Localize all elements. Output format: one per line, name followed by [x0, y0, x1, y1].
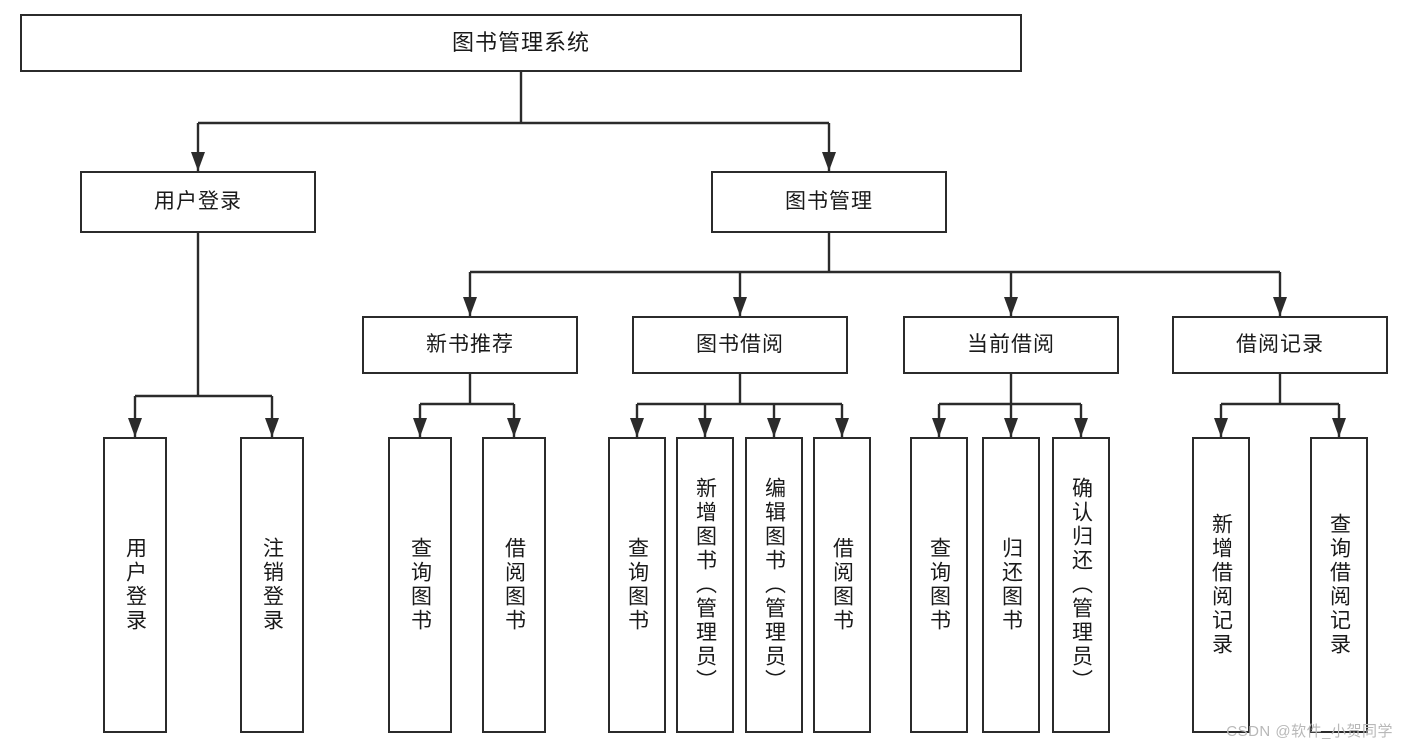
edge-arrow-leaf-cb-query — [932, 418, 946, 437]
edge-arrow-leaf-nbr-borrow — [507, 418, 521, 437]
node-leaf-bb-query[interactable]: 查询图书 — [608, 437, 666, 733]
node-leaf-cb-return[interactable]: 归还图书 — [982, 437, 1040, 733]
node-leaf-nbr-borrow[interactable]: 借阅图书 — [482, 437, 546, 733]
edge-arrow-leaf-user-login — [128, 418, 142, 437]
edge-arrow-leaf-bb-add — [698, 418, 712, 437]
node-leaf-bb-add[interactable]: 新增图书（管理员） — [676, 437, 734, 733]
node-label-borrow-record: 借阅记录 — [1236, 332, 1324, 356]
edge-arrow-book-manage — [822, 152, 836, 171]
node-label-leaf-cb-confirm: 确认归还（管理员） — [1069, 477, 1093, 693]
edge-arrow-leaf-cb-confirm — [1074, 418, 1088, 437]
node-book-manage[interactable]: 图书管理 — [711, 171, 947, 233]
node-label-book-manage: 图书管理 — [785, 189, 873, 213]
edge-arrow-current-borrow — [1004, 297, 1018, 316]
node-label-leaf-cb-query: 查询图书 — [927, 537, 951, 633]
node-label-leaf-bb-edit: 编辑图书（管理员） — [762, 477, 786, 693]
node-root[interactable]: 图书管理系统 — [20, 14, 1022, 72]
edge-arrow-borrow-record — [1273, 297, 1287, 316]
edge-arrow-leaf-bb-edit — [767, 418, 781, 437]
edge-arrow-leaf-bb-query — [630, 418, 644, 437]
edge-arrow-leaf-cb-return — [1004, 418, 1018, 437]
node-label-leaf-bb-borrow: 借阅图书 — [830, 537, 854, 633]
node-leaf-bb-borrow[interactable]: 借阅图书 — [813, 437, 871, 733]
node-label-book-borrow: 图书借阅 — [696, 332, 784, 356]
node-label-leaf-br-query: 查询借阅记录 — [1327, 513, 1351, 657]
node-leaf-user-login[interactable]: 用户登录 — [103, 437, 167, 733]
node-label-root: 图书管理系统 — [451, 30, 590, 56]
edge-arrow-book-borrow — [733, 297, 747, 316]
node-label-leaf-bb-add: 新增图书（管理员） — [693, 477, 717, 693]
node-label-leaf-bb-query: 查询图书 — [625, 537, 649, 633]
node-label-leaf-user-login: 用户登录 — [123, 537, 147, 633]
node-leaf-br-add[interactable]: 新增借阅记录 — [1192, 437, 1250, 733]
node-leaf-bb-edit[interactable]: 编辑图书（管理员） — [745, 437, 803, 733]
node-new-book-recommend[interactable]: 新书推荐 — [362, 316, 578, 374]
node-label-leaf-br-add: 新增借阅记录 — [1209, 513, 1233, 657]
node-leaf-cb-query[interactable]: 查询图书 — [910, 437, 968, 733]
node-label-user-login: 用户登录 — [154, 189, 242, 213]
edge-arrow-user-login — [191, 152, 205, 171]
node-current-borrow[interactable]: 当前借阅 — [903, 316, 1119, 374]
edge-arrow-leaf-user-logout — [265, 418, 279, 437]
edge-arrow-leaf-bb-borrow — [835, 418, 849, 437]
node-label-leaf-user-logout: 注销登录 — [260, 537, 284, 633]
node-book-borrow[interactable]: 图书借阅 — [632, 316, 848, 374]
edge-arrow-leaf-br-add — [1214, 418, 1228, 437]
node-label-leaf-cb-return: 归还图书 — [999, 537, 1023, 633]
node-label-new-book-recommend: 新书推荐 — [426, 332, 514, 356]
node-label-leaf-nbr-query: 查询图书 — [408, 537, 432, 633]
node-borrow-record[interactable]: 借阅记录 — [1172, 316, 1388, 374]
node-user-login[interactable]: 用户登录 — [80, 171, 316, 233]
edge-arrow-leaf-br-query — [1332, 418, 1346, 437]
node-leaf-cb-confirm[interactable]: 确认归还（管理员） — [1052, 437, 1110, 733]
node-label-current-borrow: 当前借阅 — [967, 332, 1055, 356]
edge-arrow-new-book-recommend — [463, 297, 477, 316]
node-leaf-user-logout[interactable]: 注销登录 — [240, 437, 304, 733]
watermark: CSDN @软件_小贺同学 — [1226, 723, 1393, 740]
node-label-leaf-nbr-borrow: 借阅图书 — [502, 537, 526, 633]
node-leaf-nbr-query[interactable]: 查询图书 — [388, 437, 452, 733]
edge-arrow-leaf-nbr-query — [413, 418, 427, 437]
node-leaf-br-query[interactable]: 查询借阅记录 — [1310, 437, 1368, 733]
